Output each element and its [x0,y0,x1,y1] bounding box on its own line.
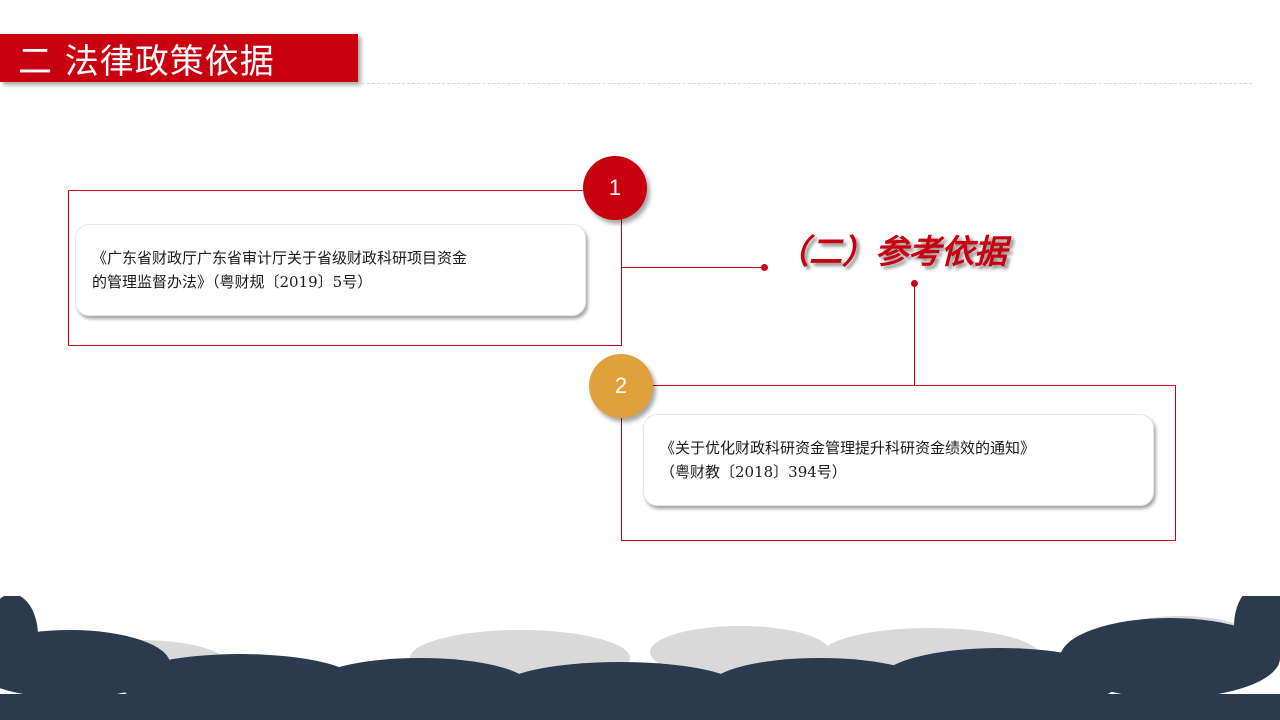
title-divider [362,83,1252,84]
cloud-decoration [0,596,1280,720]
item-1-text: 《广东省财政厅广东省审计厅关于省级财政科研项目资金 的管理监督办法》（粤财规〔2… [92,249,468,291]
item-2-frame [621,385,1176,541]
item-1-number-badge: 1 [583,156,647,220]
connector-dot-2 [911,280,918,287]
item-2-text: 《关于优化财政科研资金管理提升科研资金绩效的通知》 （粤财教〔2018〕394号… [660,439,1036,481]
connector-line-2 [914,284,915,385]
cloud-dark-layer [0,596,1280,720]
item-2-card: 《关于优化财政科研资金管理提升科研资金绩效的通知》 （粤财教〔2018〕394号… [643,414,1154,506]
section-heading: （二）参考依据 [776,232,1007,271]
item-1-frame [68,190,622,346]
title-banner [0,34,358,82]
page-title: 二 法律政策依据 [18,42,275,82]
connector-line-1 [621,267,765,268]
item-2-number-badge: 2 [589,354,653,418]
connector-dot-1 [761,264,768,271]
item-1-card: 《广东省财政厅广东省审计厅关于省级财政科研项目资金 的管理监督办法》（粤财规〔2… [75,224,586,316]
